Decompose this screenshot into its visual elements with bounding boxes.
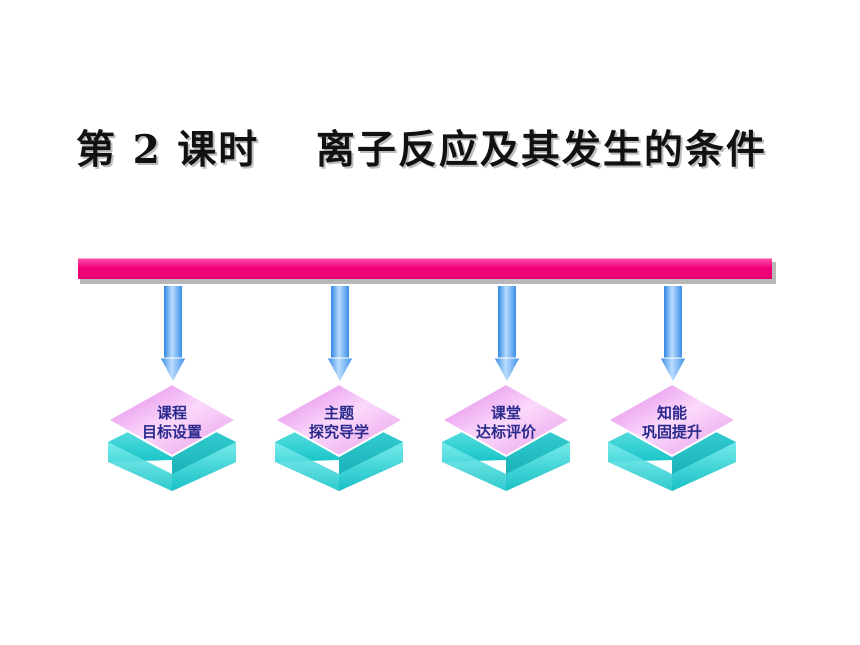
nav-label-line1: 课程	[156, 404, 187, 422]
nav-tile-graphic	[605, 286, 739, 491]
tile-top	[272, 382, 406, 458]
nav-label-line2: 巩固提升	[641, 423, 702, 441]
nav-item-topic-inquiry[interactable]: 主题 探究导学	[271, 286, 407, 496]
nav-tile-graphic	[439, 286, 573, 491]
nav-label-line2: 探究导学	[308, 423, 369, 441]
nav-item-class-assessment[interactable]: 课堂 达标评价	[438, 286, 574, 496]
nav-label-line1: 知能	[656, 404, 687, 422]
slide-title: 第 2 课时 离子反应及其发生的条件	[76, 127, 767, 173]
title-underline-bar	[78, 258, 776, 284]
title-bar-face	[78, 258, 772, 279]
nav-tile-graphic	[272, 286, 406, 491]
down-arrow-icon	[159, 286, 187, 384]
nav-label-line1: 主题	[323, 404, 354, 422]
tile-top	[605, 382, 739, 458]
tile-top	[439, 382, 573, 458]
nav-label-line2: 达标评价	[475, 423, 536, 441]
nav-item-knowledge-consolidation[interactable]: 知能 巩固提升	[604, 286, 740, 496]
nav-item-course-goals[interactable]: 课程 目标设置	[104, 286, 240, 496]
nav-label-line2: 目标设置	[141, 423, 202, 441]
nav-label-line1: 课堂	[490, 404, 521, 422]
tile-top	[105, 382, 239, 458]
down-arrow-icon	[659, 286, 687, 384]
down-arrow-icon	[493, 286, 521, 384]
down-arrow-icon	[326, 286, 354, 384]
nav-tile-graphic	[105, 286, 239, 491]
